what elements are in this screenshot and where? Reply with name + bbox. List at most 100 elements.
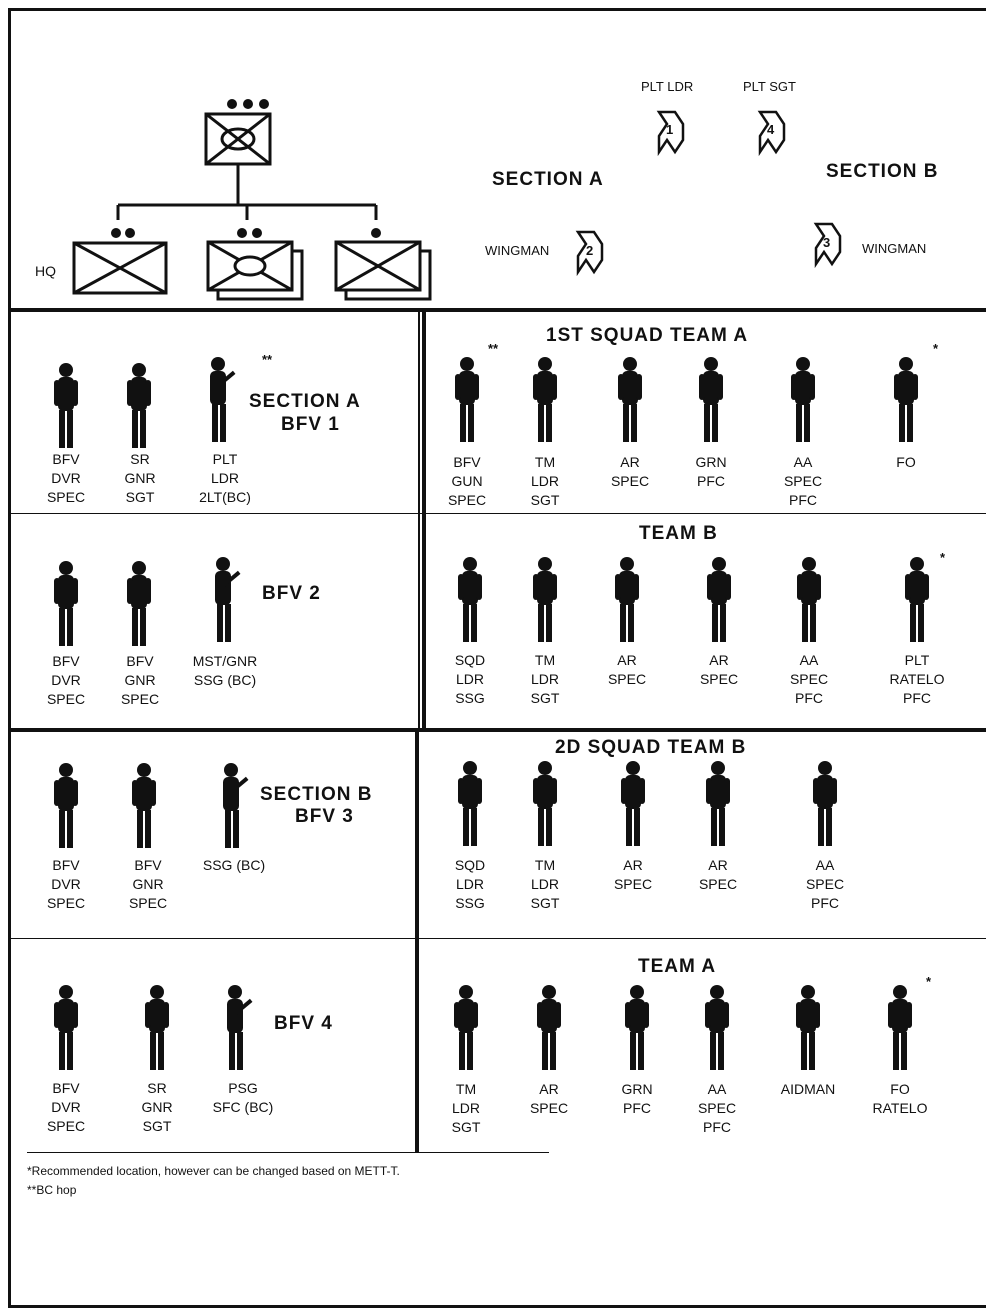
- bfv1-section-title: SECTION A: [249, 391, 361, 412]
- vehicle-2-number: 2: [586, 243, 594, 258]
- soldier-icon: [623, 984, 651, 1074]
- divider-v-top: [418, 312, 420, 732]
- soldier-icon: [886, 984, 914, 1074]
- divider-1: [8, 513, 986, 514]
- soldier-icon: [143, 984, 171, 1074]
- soldier-icon: [125, 362, 153, 452]
- wingman-left-label: WINGMAN: [485, 243, 550, 258]
- soldier-icon: [531, 556, 559, 646]
- squad2-team-b-title: 2D SQUAD TEAM B: [555, 737, 747, 758]
- soldier-icon: [531, 356, 559, 446]
- org-chart: [72, 99, 842, 301]
- wingman-right-label: WINGMAN: [862, 241, 927, 256]
- soldier-icon: [613, 556, 641, 646]
- soldier-icon: [452, 984, 480, 1074]
- bfv3-section-title: SECTION B: [260, 784, 373, 805]
- vehicle-3-number: 3: [823, 235, 831, 250]
- squad1-team-a-title: 1ST SQUAD TEAM A: [546, 325, 749, 346]
- bc-hop-mark: **: [488, 341, 499, 356]
- crew-label: SSG (BC): [202, 857, 266, 873]
- bfv1-title: BFV 1: [281, 414, 340, 435]
- soldier-icon: [52, 762, 80, 852]
- member-label: FO: [896, 454, 916, 470]
- vehicle-4-number: 4: [767, 122, 775, 137]
- bfv2-title: BFV 2: [262, 583, 321, 604]
- soldier-icon: [130, 762, 158, 852]
- soldier-icon: [697, 356, 725, 446]
- footnote-rule: [27, 1152, 549, 1153]
- soldier-with-rifle-icon: [205, 356, 236, 446]
- vehicle-1-number: 1: [666, 122, 674, 137]
- footnote-2: **BC hop: [27, 1183, 77, 1197]
- divider-org: [8, 308, 986, 312]
- soldier-icon: [52, 984, 80, 1074]
- soldier-icon: [704, 760, 732, 850]
- member-label: AIDMAN: [780, 1081, 836, 1097]
- squad1-team-b-title: TEAM B: [639, 523, 718, 544]
- soldier-icon: [616, 356, 644, 446]
- plt-ldr-label: PLT LDR: [641, 79, 694, 94]
- soldier-icon: [619, 760, 647, 850]
- footnote-1: *Recommended location, however can be ch…: [27, 1164, 400, 1178]
- divider-2: [8, 728, 986, 732]
- divider-v-bottom: [415, 732, 419, 1152]
- soldier-icon: [52, 362, 80, 452]
- squad2-team-a-title: TEAM A: [638, 956, 717, 977]
- soldier-icon: [125, 560, 153, 650]
- divider-3: [8, 938, 986, 939]
- soldier-icon: [789, 356, 817, 446]
- soldier-icon: [453, 356, 481, 446]
- soldier-icon: [535, 984, 563, 1074]
- recommended-location-mark: *: [926, 974, 932, 989]
- soldier-with-rifle-icon: [210, 556, 241, 646]
- soldier-icon: [892, 356, 920, 446]
- divider-v-top-bold: [422, 312, 426, 732]
- soldier-icon: [531, 760, 559, 850]
- soldier-icon: [811, 760, 839, 850]
- plt-sgt-label: PLT SGT: [743, 79, 796, 94]
- bfv3-title: BFV 3: [295, 806, 354, 827]
- soldier-with-rifle-icon: [218, 762, 249, 852]
- recommended-location-mark: *: [933, 341, 939, 356]
- soldier-icon: [705, 556, 733, 646]
- bc-hop-mark: **: [262, 352, 273, 367]
- recommended-location-mark: *: [940, 550, 946, 565]
- hq-label: HQ: [35, 263, 56, 279]
- soldier-icon: [794, 984, 822, 1074]
- soldier-icon: [456, 760, 484, 850]
- soldier-icon: [456, 556, 484, 646]
- soldier-with-rifle-icon: [222, 984, 253, 1074]
- bfv4-title: BFV 4: [274, 1013, 333, 1034]
- soldier-icon: [703, 984, 731, 1074]
